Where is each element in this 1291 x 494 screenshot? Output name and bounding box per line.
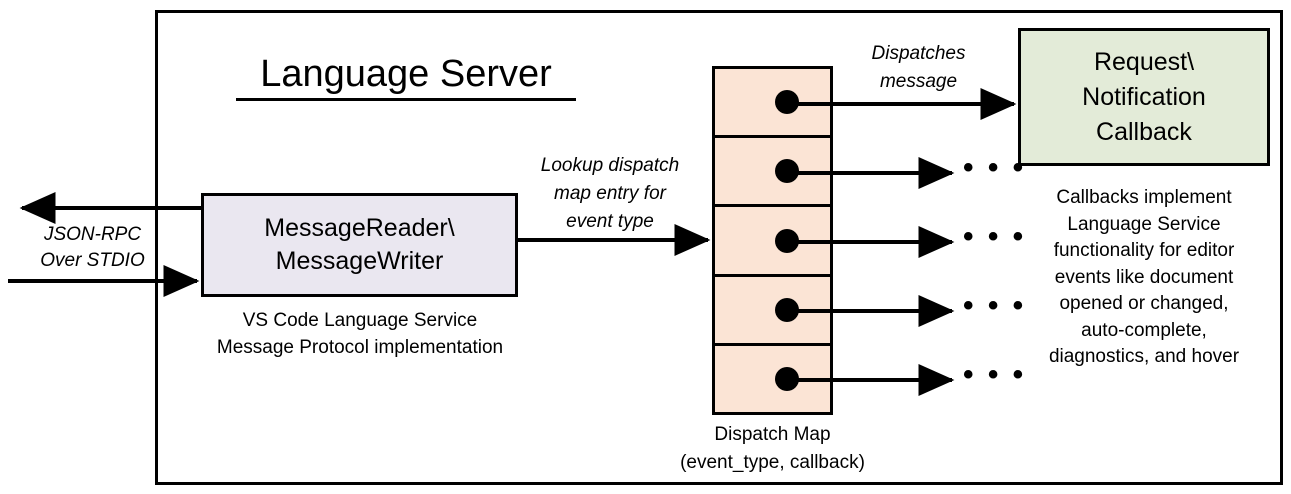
- callback-ellipsis: • • •: [963, 358, 1027, 391]
- transport-label: JSON-RPC Over STDIO: [20, 222, 165, 274]
- dispatch-map-caption-line1: Dispatch Map: [714, 424, 831, 445]
- message-reader-caption-line2: Message Protocol implementation: [216, 337, 504, 358]
- callback-ellipsis: • • •: [963, 151, 1027, 184]
- dispatch-map-row[interactable]: [715, 69, 830, 139]
- lookup-annotation-line3: event type: [566, 211, 654, 232]
- transport-label-line1: JSON-RPC: [43, 224, 142, 245]
- callback-caption-line1: Callbacks implement: [1056, 187, 1232, 208]
- callback-node-label: Request\ Notification Callback: [1082, 45, 1206, 150]
- callback-ellipsis: • • •: [963, 220, 1027, 253]
- message-reader-label: MessageReader\: [264, 214, 455, 242]
- dispatch-map-row[interactable]: [715, 345, 830, 413]
- callback-caption-line2: Language Service: [1067, 213, 1221, 235]
- callback-caption-line4: events like document: [1054, 266, 1234, 288]
- dispatch-map-row[interactable]: [715, 138, 830, 208]
- callback-dot-icon: [775, 159, 799, 184]
- language-server-frame: [155, 10, 1283, 485]
- lookup-annotation-line1: Lookup dispatch: [540, 155, 680, 176]
- message-reader-writer-label: MessageReader\ MessageWriter: [264, 212, 454, 278]
- callback-label-line3: Callback: [1096, 117, 1192, 146]
- callback-label-line2: Notification: [1082, 82, 1206, 111]
- request-notification-callback-node[interactable]: Request\ Notification Callback: [1018, 28, 1270, 166]
- dispatch-map-caption-line2: (event_type, callback): [680, 452, 865, 473]
- dispatch-map-caption: Dispatch Map (event_type, callback): [640, 421, 905, 477]
- callback-dot-icon: [775, 228, 799, 253]
- message-writer-label: MessageWriter: [275, 247, 444, 275]
- callback-caption-line3: functionality for editor: [1053, 240, 1235, 261]
- callback-caption-line5: opened or changed,: [1059, 293, 1229, 314]
- message-reader-caption-line1: VS Code Language Service: [242, 310, 478, 331]
- transport-label-line2: Over STDIO: [40, 250, 145, 271]
- dispatches-message-line1: Dispatches: [871, 43, 966, 64]
- callback-caption: Callbacks implement Language Service fun…: [1008, 185, 1280, 371]
- lookup-annotation: Lookup dispatch map entry for event type: [520, 152, 700, 236]
- lookup-annotation-line2: map entry for: [554, 183, 666, 204]
- message-reader-writer-node[interactable]: MessageReader\ MessageWriter: [201, 193, 518, 297]
- callback-ellipsis: • • •: [963, 289, 1027, 322]
- dispatch-map-table[interactable]: [712, 66, 833, 415]
- callback-dot-icon: [775, 297, 799, 322]
- callback-dot-icon: [775, 366, 799, 391]
- callback-dot-icon: [775, 90, 799, 115]
- callback-caption-line7: diagnostics, and hover: [1048, 346, 1240, 367]
- dispatch-map-row[interactable]: [715, 207, 830, 277]
- dispatches-message-annotation: Dispatches message: [836, 40, 1001, 96]
- page-title: Language Server: [236, 52, 576, 101]
- dispatch-map-row[interactable]: [715, 276, 830, 346]
- message-reader-caption: VS Code Language Service Message Protoco…: [190, 307, 530, 361]
- callback-label-line1: Request\: [1093, 47, 1195, 76]
- callback-caption-line6: auto-complete,: [1081, 319, 1207, 341]
- dispatches-message-line2: message: [879, 71, 958, 92]
